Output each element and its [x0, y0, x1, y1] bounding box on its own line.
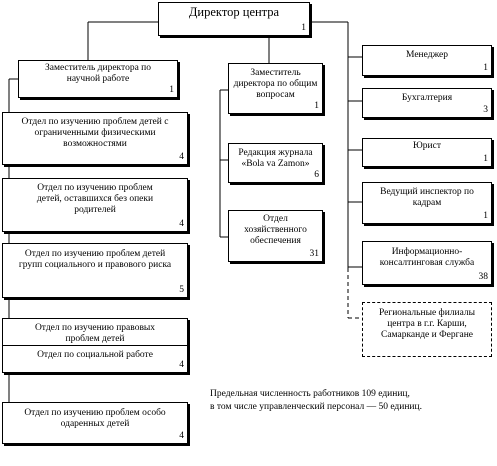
- director-title: Директор центра: [188, 5, 280, 19]
- lawyer-title: Юрист: [413, 141, 441, 151]
- editorial-box: Редакция журнала «Bola va Zamon» 6: [228, 143, 323, 183]
- deputy-science-title: Заместитель директора по научной работе: [44, 63, 152, 84]
- deputy-science-box: Заместитель директора по научной работе …: [18, 60, 178, 98]
- dept-supply-box: Отдел хозяйственного обеспечения 31: [228, 210, 323, 262]
- deputy-general-count: 1: [314, 101, 319, 111]
- editorial-title: Редакция журнала «Bola va Zamon»: [238, 148, 313, 169]
- dept-gifted-title: Отдел по изучению проблем особо одаренны…: [24, 408, 166, 429]
- staff-limit-line-1: Предельная численность работников 109 ед…: [210, 389, 410, 399]
- director-box: Директор центра 1: [158, 2, 310, 36]
- accounting-count: 3: [483, 105, 488, 115]
- dept-gifted-count: 4: [179, 431, 184, 441]
- lawyer-box: Юрист 1: [362, 138, 492, 167]
- staff-limit-line-2: в том числе управленческий персонал — 50…: [210, 402, 422, 412]
- dept-social-work-title: Отдел по социальной работе: [37, 350, 153, 360]
- info-service-count: 38: [478, 272, 489, 282]
- director-count: 1: [301, 23, 306, 33]
- dept-social-legal-box: Отдел по изучению проблем детей групп со…: [2, 243, 188, 298]
- dept-social-legal-count: 5: [179, 285, 184, 295]
- info-service-title: Информационно-консалтинговая служба: [379, 247, 475, 268]
- dept-social-work-box: Отдел по социальной работе 4: [2, 345, 188, 373]
- deputy-science-count: 1: [169, 85, 174, 95]
- staff-limit-note: Предельная численность работников 109 ед…: [210, 388, 490, 414]
- regional-branches-title: Региональные филиалы центра в г.г. Карши…: [378, 308, 476, 340]
- dept-disabilities-count: 4: [179, 152, 184, 162]
- hr-inspector-title: Ведущий инспектор по кадрам: [380, 187, 474, 208]
- manager-box: Менеджер 1: [362, 45, 492, 76]
- dept-orphans-count: 4: [179, 219, 184, 229]
- manager-count: 1: [483, 63, 488, 73]
- dept-disabilities-title: Отдел по изучению проблем детей с ограни…: [21, 117, 169, 149]
- dept-gifted-box: Отдел по изучению проблем особо одаренны…: [2, 402, 188, 444]
- deputy-general-box: Заместитель директора по общим вопросам …: [228, 63, 323, 114]
- dept-disabilities-box: Отдел по изучению проблем детей с ограни…: [2, 112, 188, 165]
- dept-orphans-box: Отдел по изучению проблем детей, оставши…: [2, 178, 188, 232]
- editorial-count: 6: [314, 170, 319, 180]
- hr-inspector-box: Ведущий инспектор по кадрам 1: [362, 182, 492, 224]
- dept-social-legal-title: Отдел по изучению проблем детей групп со…: [18, 249, 172, 270]
- accounting-title: Бухгалтерия: [401, 93, 453, 103]
- manager-title: Менеджер: [406, 50, 448, 60]
- accounting-box: Бухгалтерия 3: [362, 88, 492, 118]
- dept-social-work-count: 4: [179, 360, 184, 370]
- lawyer-count: 1: [483, 154, 488, 164]
- hr-inspector-count: 1: [483, 211, 488, 221]
- dept-supply-title: Отдел хозяйственного обеспечения: [244, 214, 307, 246]
- deputy-general-title: Заместитель директора по общим вопросам: [233, 68, 318, 100]
- regional-branches-box: Региональные филиалы центра в г.г. Карши…: [362, 302, 492, 357]
- info-service-box: Информационно-консалтинговая служба 38: [362, 241, 492, 285]
- dept-supply-count: 31: [309, 249, 320, 259]
- dept-legal-title: Отдел по изучению правовых проблем детей: [34, 323, 156, 344]
- dept-orphans-title: Отдел по изучению проблем детей, оставши…: [36, 183, 154, 215]
